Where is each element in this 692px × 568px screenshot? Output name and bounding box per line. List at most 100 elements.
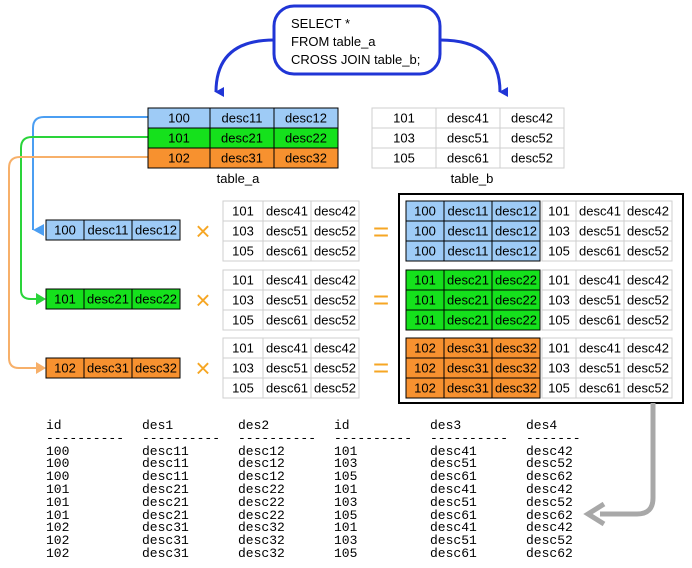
result-header-row-col-0: id (46, 418, 62, 433)
table-b-cell: desc52 (627, 224, 669, 239)
table-a-cell: 101 (168, 131, 190, 146)
result-row-col-5: desc62 (526, 507, 573, 523)
table-a-cell: desc11 (448, 224, 489, 239)
table-a-cell: desc21 (221, 131, 263, 146)
table-b-cell: 103 (548, 224, 570, 239)
result-row-col-5: desc52 (526, 456, 573, 472)
table-a-cell: desc32 (495, 361, 537, 376)
result-row-col-0: 102 (46, 545, 70, 561)
table-b-cell: desc61 (579, 313, 621, 328)
table-b-caption: table_b (451, 171, 494, 186)
row-101-route-arrow (20, 136, 148, 300)
table-b-cell: desc52 (511, 151, 553, 166)
result-row-col-5: desc42 (526, 443, 573, 459)
table-b-cell: desc52 (314, 361, 356, 376)
result-row-col-4: desc51 (430, 456, 477, 472)
table-b-cell: desc42 (314, 273, 356, 288)
table-a-cell: desc22 (495, 293, 537, 308)
times-operator-2: × (195, 285, 210, 315)
result-row-col-1: desc21 (142, 494, 189, 510)
table-b-cell: desc51 (579, 224, 621, 239)
table-b-cell: 101 (232, 341, 254, 356)
table-a-cell-bg (131, 288, 181, 310)
table-b-cell: desc42 (627, 204, 669, 219)
table-a-cell: desc12 (495, 204, 537, 219)
table-b-cell-bg (623, 377, 673, 399)
table-b-cell-bg (310, 309, 360, 331)
result-row-col-2: desc32 (238, 533, 285, 549)
table-b-cell: desc42 (627, 341, 669, 356)
result-row-col-4: desc61 (430, 545, 477, 561)
table-a-cell: desc31 (447, 361, 489, 376)
result-separator-row-col-3: ---------- (334, 430, 413, 446)
result-separator-row-col-1: ---------- (142, 430, 221, 446)
table-a-cell: desc22 (285, 131, 327, 146)
row-100-arrowhead (33, 224, 44, 236)
table-a-cell: desc12 (285, 111, 327, 126)
table-b-cell: desc41 (579, 273, 621, 288)
table-a-cell: 102 (414, 381, 436, 396)
sql-line-cross-join: CROSS JOIN table_b; (291, 52, 420, 67)
table-b-cell: desc51 (266, 224, 308, 239)
result-row-col-4: desc41 (430, 443, 477, 459)
table-b-cell: desc41 (447, 111, 489, 126)
result-separator-row: ----------------------------------------… (46, 430, 622, 446)
table-b-cell: desc61 (579, 244, 621, 259)
table-b-cell: 101 (548, 273, 570, 288)
table-b-cell: 103 (232, 361, 254, 376)
result-row-col-5: desc52 (526, 494, 573, 510)
sql-to-table-a-arrow (214, 38, 275, 98)
table-a-cell: desc31 (221, 151, 263, 166)
result-return-arrow (600, 403, 656, 517)
table-a-cell: 102 (414, 341, 436, 356)
result-row-col-3: 101 (334, 443, 358, 459)
table-a-cell-bg (491, 240, 541, 262)
result-row-col-4: desc41 (430, 520, 477, 536)
result-row-col-3: 105 (334, 545, 358, 561)
table-b-cell-bg (499, 147, 565, 169)
result-row-col-3: 103 (334, 456, 358, 472)
table-a-cell: 101 (414, 313, 436, 328)
table-b-cell: 101 (393, 111, 415, 126)
table-a-cell: desc31 (447, 381, 489, 396)
table-a-cell: desc12 (135, 223, 177, 238)
table-a-cell: desc22 (135, 292, 177, 307)
operators: × × × = = = (195, 216, 389, 383)
table-a-cell: desc21 (447, 313, 489, 328)
table-b-cell: 103 (393, 131, 415, 146)
table-a-cell: 102 (54, 361, 76, 376)
result-row-col-1: desc21 (142, 481, 189, 497)
result-row-col-2: desc12 (238, 443, 285, 459)
table-b-cell: desc61 (266, 381, 308, 396)
table-b-cell: 105 (548, 381, 570, 396)
table-a-cell-bg (491, 377, 541, 399)
table-b-cell: desc41 (579, 204, 621, 219)
result-row-col-5: desc62 (526, 469, 573, 485)
row-102-route-arrow (8, 156, 148, 369)
result-row-col-2: desc22 (238, 507, 285, 523)
result-row-col-0: 101 (46, 481, 70, 497)
table-b-cell: desc61 (447, 151, 489, 166)
result-return-arrowhead (583, 501, 606, 527)
table-a-cell: desc22 (495, 313, 537, 328)
row-100-route-arrow (32, 116, 148, 230)
result-row-col-1: desc11 (142, 469, 189, 485)
table-b-cell-bg (623, 240, 673, 262)
times-operator-3: × (195, 353, 210, 383)
table-a-caption: table_a (217, 171, 260, 186)
table-a-cell: desc22 (495, 273, 537, 288)
result-box-outline (398, 193, 684, 404)
table-b-cell: desc41 (266, 273, 308, 288)
table-b-cell: desc42 (511, 111, 553, 126)
table-a-cell-bg (273, 147, 339, 169)
result-row-col-1: desc31 (142, 520, 189, 536)
table-b-cell: desc61 (266, 244, 308, 259)
